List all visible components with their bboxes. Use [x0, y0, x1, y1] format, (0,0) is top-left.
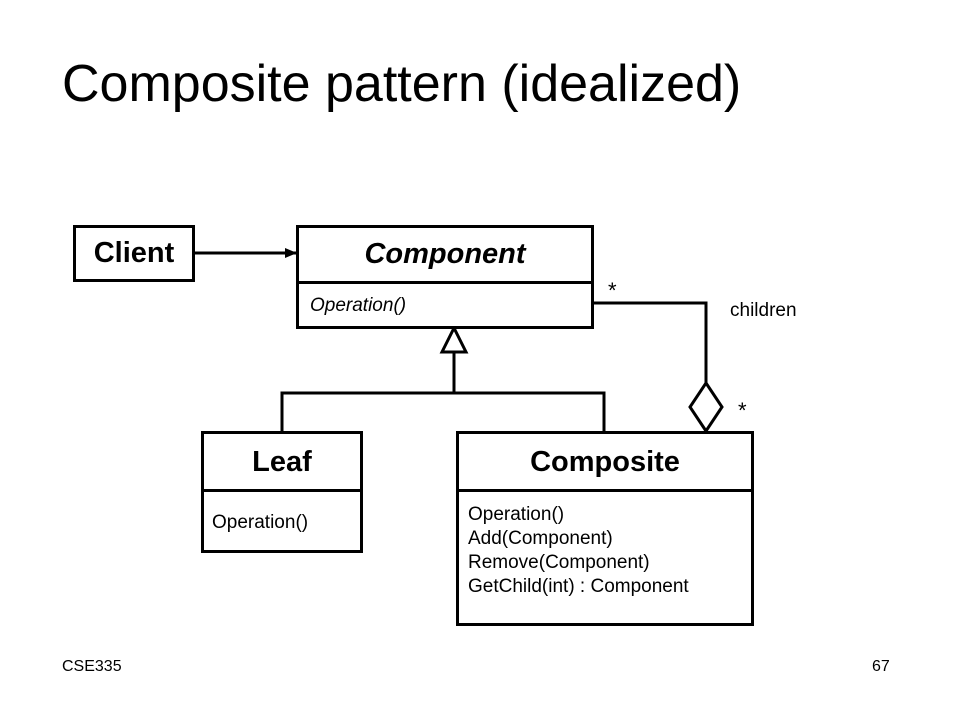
component-class-name: Component — [364, 238, 526, 270]
client-class-name: Client — [93, 237, 175, 269]
generalization-triangle — [439, 324, 469, 354]
children-association-line — [594, 301, 708, 383]
aggregation-diamond — [688, 380, 724, 434]
leaf-class: Leaf Operation() — [201, 431, 363, 553]
footer-course: CSE335 — [62, 658, 122, 675]
operation-item: Operation() — [468, 504, 565, 525]
operation-item: Remove(Component) — [468, 552, 650, 573]
generalization-branch — [280, 391, 606, 431]
footer-page-number: 67 — [872, 658, 890, 675]
client-class: Client — [73, 225, 195, 282]
leaf-operations: Operation() — [204, 489, 360, 550]
component-operations: Operation() — [299, 281, 591, 326]
composite-multiplicity: * — [738, 398, 747, 423]
operation-item: GetChild(int) : Component — [468, 576, 689, 597]
operation-item: Operation() — [310, 295, 407, 316]
operation-item: Add(Component) — [468, 528, 613, 549]
leaf-class-name: Leaf — [252, 446, 312, 478]
operation-item: Operation() — [212, 512, 309, 533]
composite-class-name: Composite — [530, 446, 680, 478]
component-class: Component Operation() — [296, 225, 594, 329]
component-multiplicity: * — [608, 278, 617, 303]
slide-title: Composite pattern (idealized) — [62, 55, 742, 113]
composite-class: Composite Operation() Add(Component) Rem… — [456, 431, 754, 626]
composite-operations: Operation() Add(Component) Remove(Compon… — [459, 489, 751, 623]
children-role-label: children — [730, 300, 797, 321]
